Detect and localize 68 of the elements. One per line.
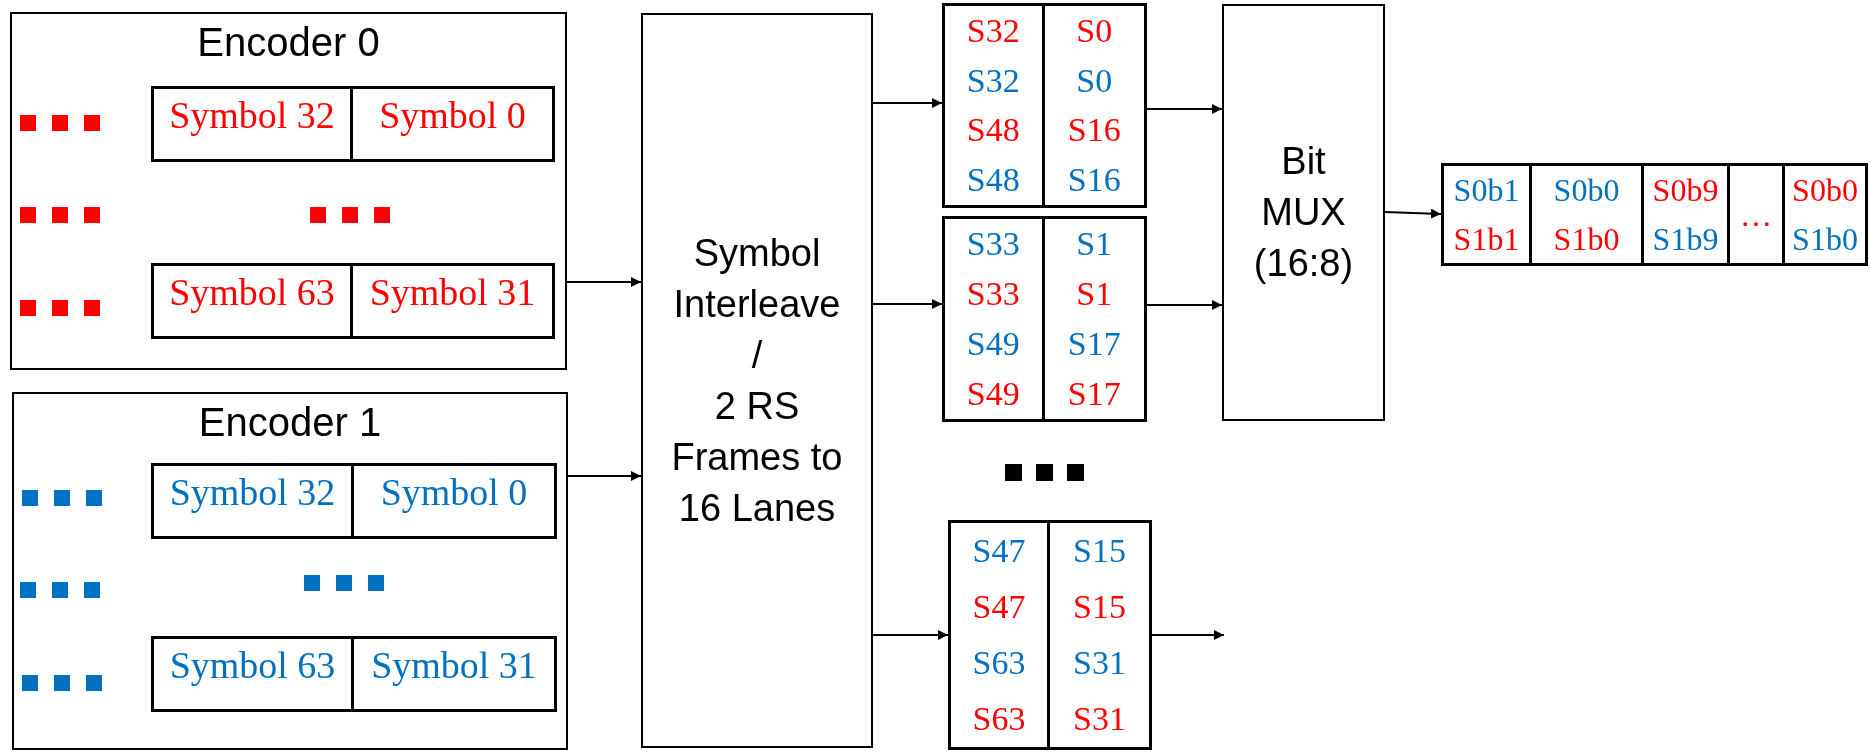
bit-label: S1b0	[1532, 214, 1644, 263]
symbol-label: Symbol 0	[379, 470, 529, 515]
symbol-row	[151, 263, 555, 339]
symbol-label: S31	[1072, 643, 1127, 683]
bit-label: S1b1	[1444, 214, 1532, 263]
symbol-label: S32	[945, 55, 1045, 106]
process-box	[641, 13, 873, 748]
symbol-label: S49	[945, 319, 1045, 369]
arrow	[566, 277, 642, 287]
bit-stream-box	[1441, 163, 1868, 266]
symbol-label: Symbol 31	[368, 270, 537, 315]
symbol-label: S63	[951, 691, 1050, 747]
arrow	[872, 98, 943, 108]
symbol-label: S47	[951, 579, 1050, 635]
block-label: Bit MUX (16:8)	[1252, 139, 1355, 286]
symbol-label: S0	[1075, 10, 1114, 51]
symbol-row	[151, 636, 557, 712]
encoder-box	[12, 392, 568, 750]
lane-box	[942, 3, 1147, 208]
symbol-label: S16	[1066, 160, 1122, 201]
symbol-row	[151, 86, 555, 162]
symbol-label: S33	[945, 219, 1045, 269]
bit-label: S0b0	[1791, 171, 1859, 211]
symbol-label: S17	[1066, 374, 1122, 414]
bit-label: S0b1	[1444, 166, 1532, 215]
symbol-label: Symbol 63	[154, 639, 354, 709]
symbol-label: S32	[945, 6, 1045, 56]
symbol-label: Symbol 31	[370, 643, 538, 688]
bit-label: S0b0	[1532, 166, 1644, 215]
arrow	[1146, 300, 1223, 310]
arrow	[567, 471, 642, 481]
symbol-label: Symbol 63	[154, 266, 353, 336]
encoder-title: Encoder 1	[197, 402, 383, 442]
symbol-label: S17	[1066, 324, 1122, 364]
lane-box	[948, 520, 1152, 750]
symbol-label: S15	[1072, 587, 1127, 627]
symbol-label: S47	[951, 523, 1050, 579]
symbol-label: S15	[1072, 531, 1127, 571]
lane-box	[942, 216, 1147, 422]
bit-label: S1b9	[1644, 214, 1730, 263]
symbol-label: S63	[951, 635, 1050, 691]
symbol-label: S48	[945, 155, 1045, 205]
block-label: 2 RS Frames to 16 Lanes	[670, 383, 844, 531]
bit-label: S1b0	[1791, 219, 1859, 259]
symbol-label: S33	[945, 269, 1045, 319]
symbol-label: S31	[1072, 699, 1127, 739]
block-label: Symbol Interleave	[672, 230, 842, 327]
block-label: /	[750, 332, 764, 378]
arrow	[1384, 208, 1442, 219]
bit-label: S0b9	[1644, 166, 1730, 215]
arrow	[1146, 104, 1223, 114]
ellipsis: …	[1730, 166, 1785, 263]
arrow	[872, 299, 943, 309]
symbol-label: S48	[945, 105, 1045, 156]
arrow	[1151, 630, 1225, 640]
symbol-label: Symbol 32	[154, 89, 353, 159]
arrow	[872, 630, 949, 640]
symbol-label: S16	[1066, 110, 1122, 151]
encoder-title: Encoder 0	[196, 22, 381, 62]
encoder-box	[10, 12, 567, 370]
process-box	[1222, 4, 1385, 421]
symbol-label: S0	[1075, 60, 1114, 101]
symbol-label: Symbol 32	[154, 466, 354, 536]
symbol-label: S1	[1075, 224, 1114, 264]
symbol-label: S1	[1075, 274, 1114, 314]
symbol-row	[151, 463, 557, 539]
symbol-label: S49	[945, 369, 1045, 419]
symbol-label: Symbol 0	[378, 93, 527, 138]
